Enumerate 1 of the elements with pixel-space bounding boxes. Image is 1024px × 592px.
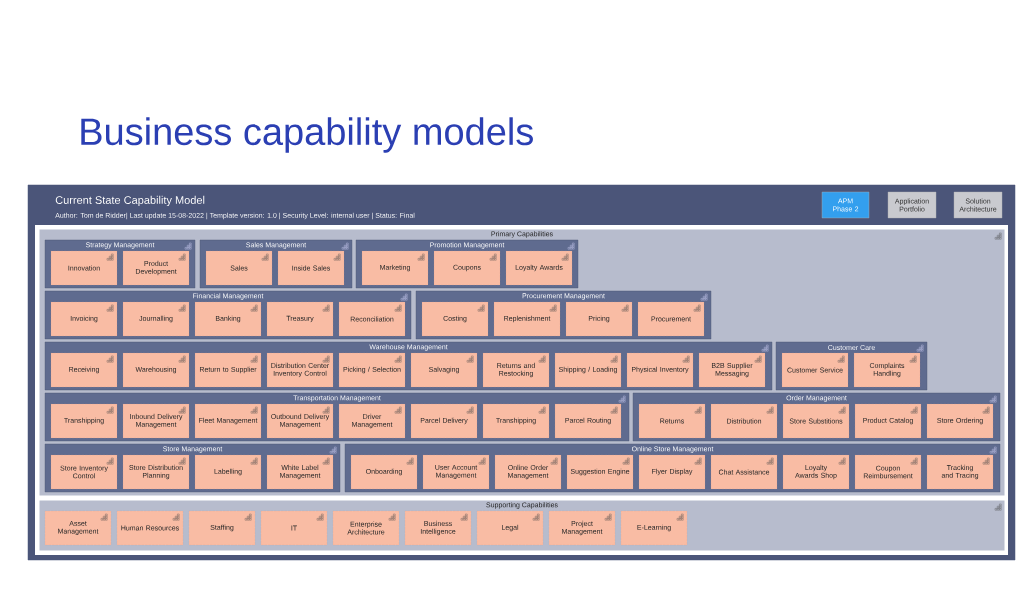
- page-title: Business capability models: [81, 117, 533, 153]
